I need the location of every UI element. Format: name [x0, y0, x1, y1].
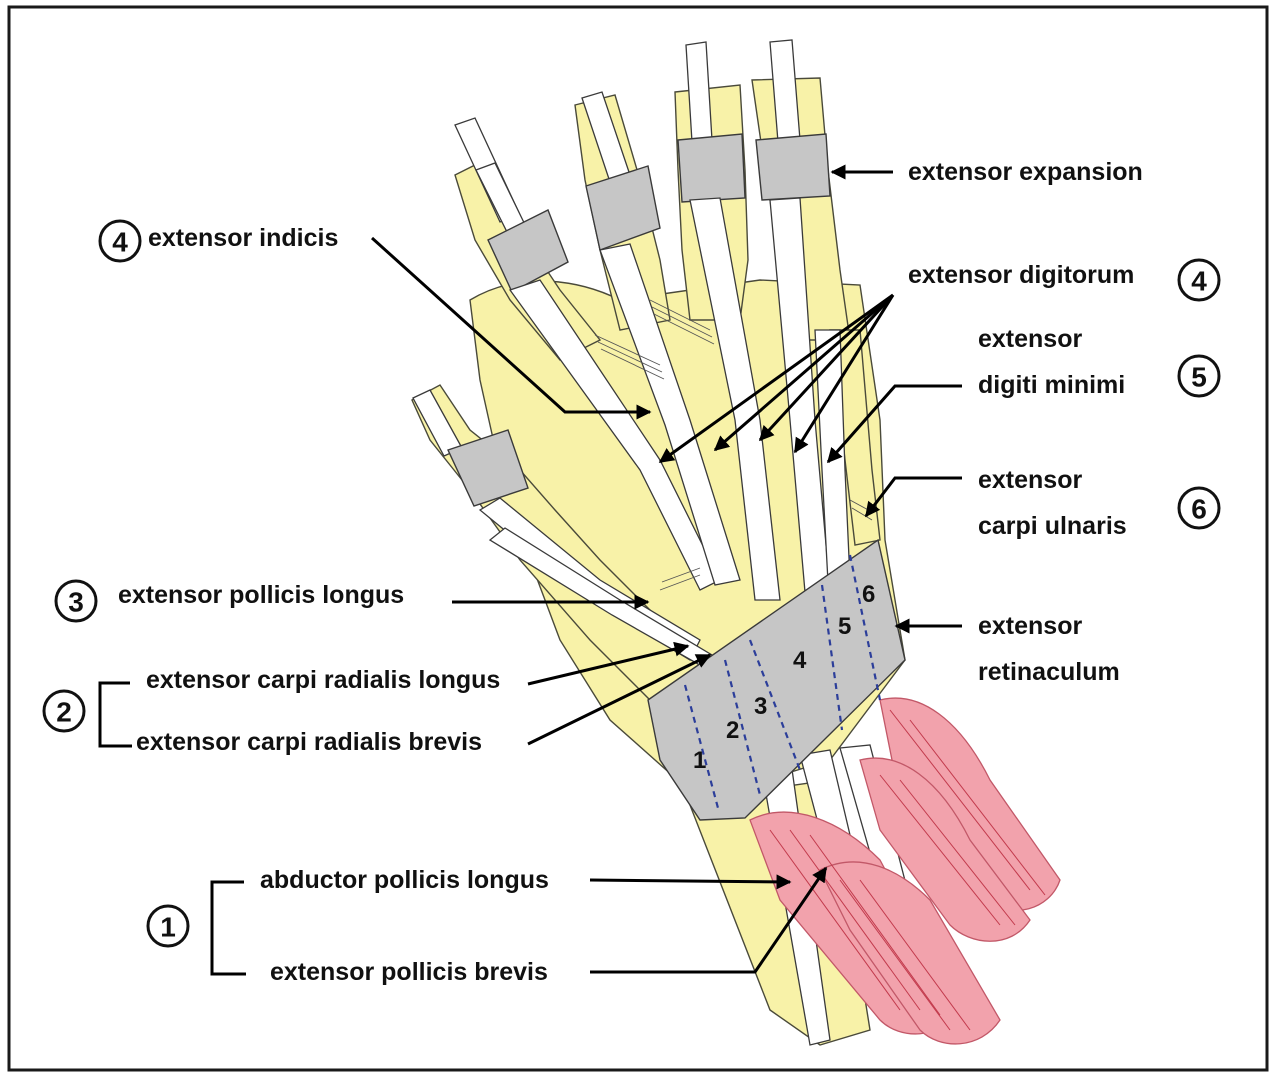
bracket-abductor-group	[212, 882, 246, 974]
compartment-3: 3	[754, 693, 767, 720]
compartment-4: 4	[793, 647, 807, 674]
label-extensor-carpi-radialis-longus: extensor carpi radialis longus	[146, 666, 500, 694]
svg-text:6: 6	[1191, 494, 1207, 525]
svg-text:3: 3	[68, 587, 84, 618]
svg-text:4: 4	[1191, 266, 1207, 297]
label-extensor-digitorum: extensor digitorum	[908, 261, 1134, 289]
label-extensor-digiti-minimi-line1: extensor	[978, 325, 1082, 353]
svg-text:5: 5	[1191, 362, 1207, 393]
compartment-6: 6	[862, 581, 875, 608]
svg-text:2: 2	[56, 697, 72, 728]
svg-text:4: 4	[112, 227, 128, 258]
label-extensor-retinaculum-line1: extensor	[978, 612, 1082, 640]
circle-number-carpi-radialis: 2	[44, 691, 84, 731]
circle-number-carpi-ulnaris: 6	[1179, 488, 1219, 528]
compartment-2: 2	[726, 717, 739, 744]
label-extensor-indicis: extensor indicis	[148, 224, 338, 252]
compartment-1: 1	[693, 747, 706, 774]
label-extensor-retinaculum-line2: retinaculum	[978, 658, 1120, 686]
label-extensor-pollicis-brevis: extensor pollicis brevis	[270, 958, 548, 986]
compartment-5: 5	[838, 613, 851, 640]
label-abductor-pollicis-longus: abductor pollicis longus	[260, 866, 549, 894]
bracket-carpi-radialis	[100, 683, 132, 746]
label-extensor-carpi-ulnaris-line1: extensor	[978, 466, 1082, 494]
label-extensor-expansion: extensor expansion	[908, 158, 1143, 186]
label-extensor-carpi-ulnaris-line2: carpi ulnaris	[978, 512, 1127, 540]
circle-number-abductor-group: 1	[148, 906, 188, 946]
circle-number-digiti-minimi: 5	[1179, 356, 1219, 396]
circle-number-digitorum: 4	[1179, 260, 1219, 300]
circle-number-pollicis-longus: 3	[56, 581, 96, 621]
svg-text:1: 1	[160, 912, 176, 943]
circle-number-indicis: 4	[100, 221, 140, 261]
hand-illustration: 1 2 3 4 5 6	[412, 40, 1060, 1045]
label-extensor-digiti-minimi-line2: digiti minimi	[978, 371, 1125, 399]
label-extensor-pollicis-longus: extensor pollicis longus	[118, 581, 404, 609]
label-extensor-carpi-radialis-brevis: extensor carpi radialis brevis	[136, 728, 482, 756]
